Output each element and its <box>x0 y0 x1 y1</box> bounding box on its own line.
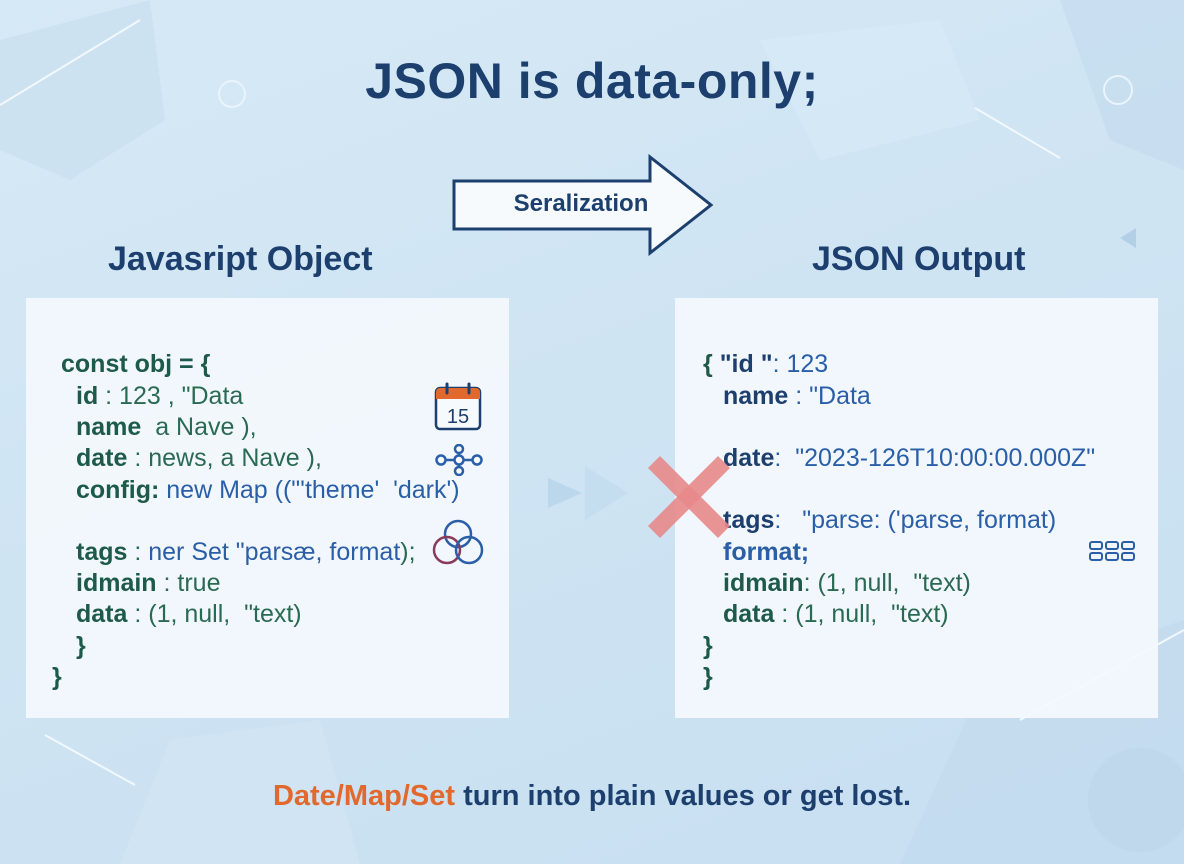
footer-caption: Date/Map/Set turn into plain values or g… <box>0 780 1184 813</box>
code-line: } <box>703 632 713 660</box>
code-line: format; <box>723 538 810 566</box>
code-line: const obj = { <box>61 350 211 378</box>
code-line: } <box>703 663 713 691</box>
code-line: idmain: (1, null, "text) <box>723 569 971 597</box>
code-line: name : "Data <box>723 382 871 410</box>
code-line: tags: "parse: ('parse, format) <box>723 506 1057 534</box>
code-line: } <box>76 632 86 660</box>
code-line: config: new Map (("'theme' 'dark') <box>76 476 460 504</box>
code-line: date: "2023-126T10:00:00.000Z" <box>723 444 1096 472</box>
footer-text: turn into plain values or get lost. <box>455 780 912 812</box>
code-line: date : news, a Nave ), <box>76 444 322 472</box>
code-line: } <box>52 663 62 691</box>
javascript-object-heading: Javasript Object <box>108 240 373 278</box>
json-output-heading: JSON Output <box>812 240 1026 278</box>
calendar-day-number: 15 <box>447 406 469 428</box>
code-line: tags : ner Set "parsæ, format); <box>76 538 416 566</box>
graph-nodes-icon <box>435 444 483 476</box>
code-line: name a Nave ), <box>76 413 257 441</box>
venn-circles-icon <box>432 519 484 565</box>
code-line: data : (1, null, "text) <box>723 600 949 628</box>
code-line: idmain : true <box>76 569 221 597</box>
serialization-label: Seralization <box>513 190 649 217</box>
serialization-arrow <box>452 154 714 256</box>
code-line: { "id ": 123 <box>703 350 829 378</box>
javascript-object-panel: const obj = { id : 123 , "Data name a Na… <box>26 298 509 718</box>
red-x-icon <box>647 455 731 539</box>
page-title: JSON is data-only; <box>365 53 819 109</box>
footer-highlight: Date/Map/Set <box>272 780 456 812</box>
code-line: id : 123 , "Data <box>76 382 244 410</box>
calendar-icon: 15 <box>434 382 482 431</box>
grid-blocks-icon <box>1089 541 1135 561</box>
code-line: data : (1, null, "text) <box>76 600 302 628</box>
json-output-panel: { "id ": 123 name : "Data date: "2023-12… <box>675 298 1158 718</box>
